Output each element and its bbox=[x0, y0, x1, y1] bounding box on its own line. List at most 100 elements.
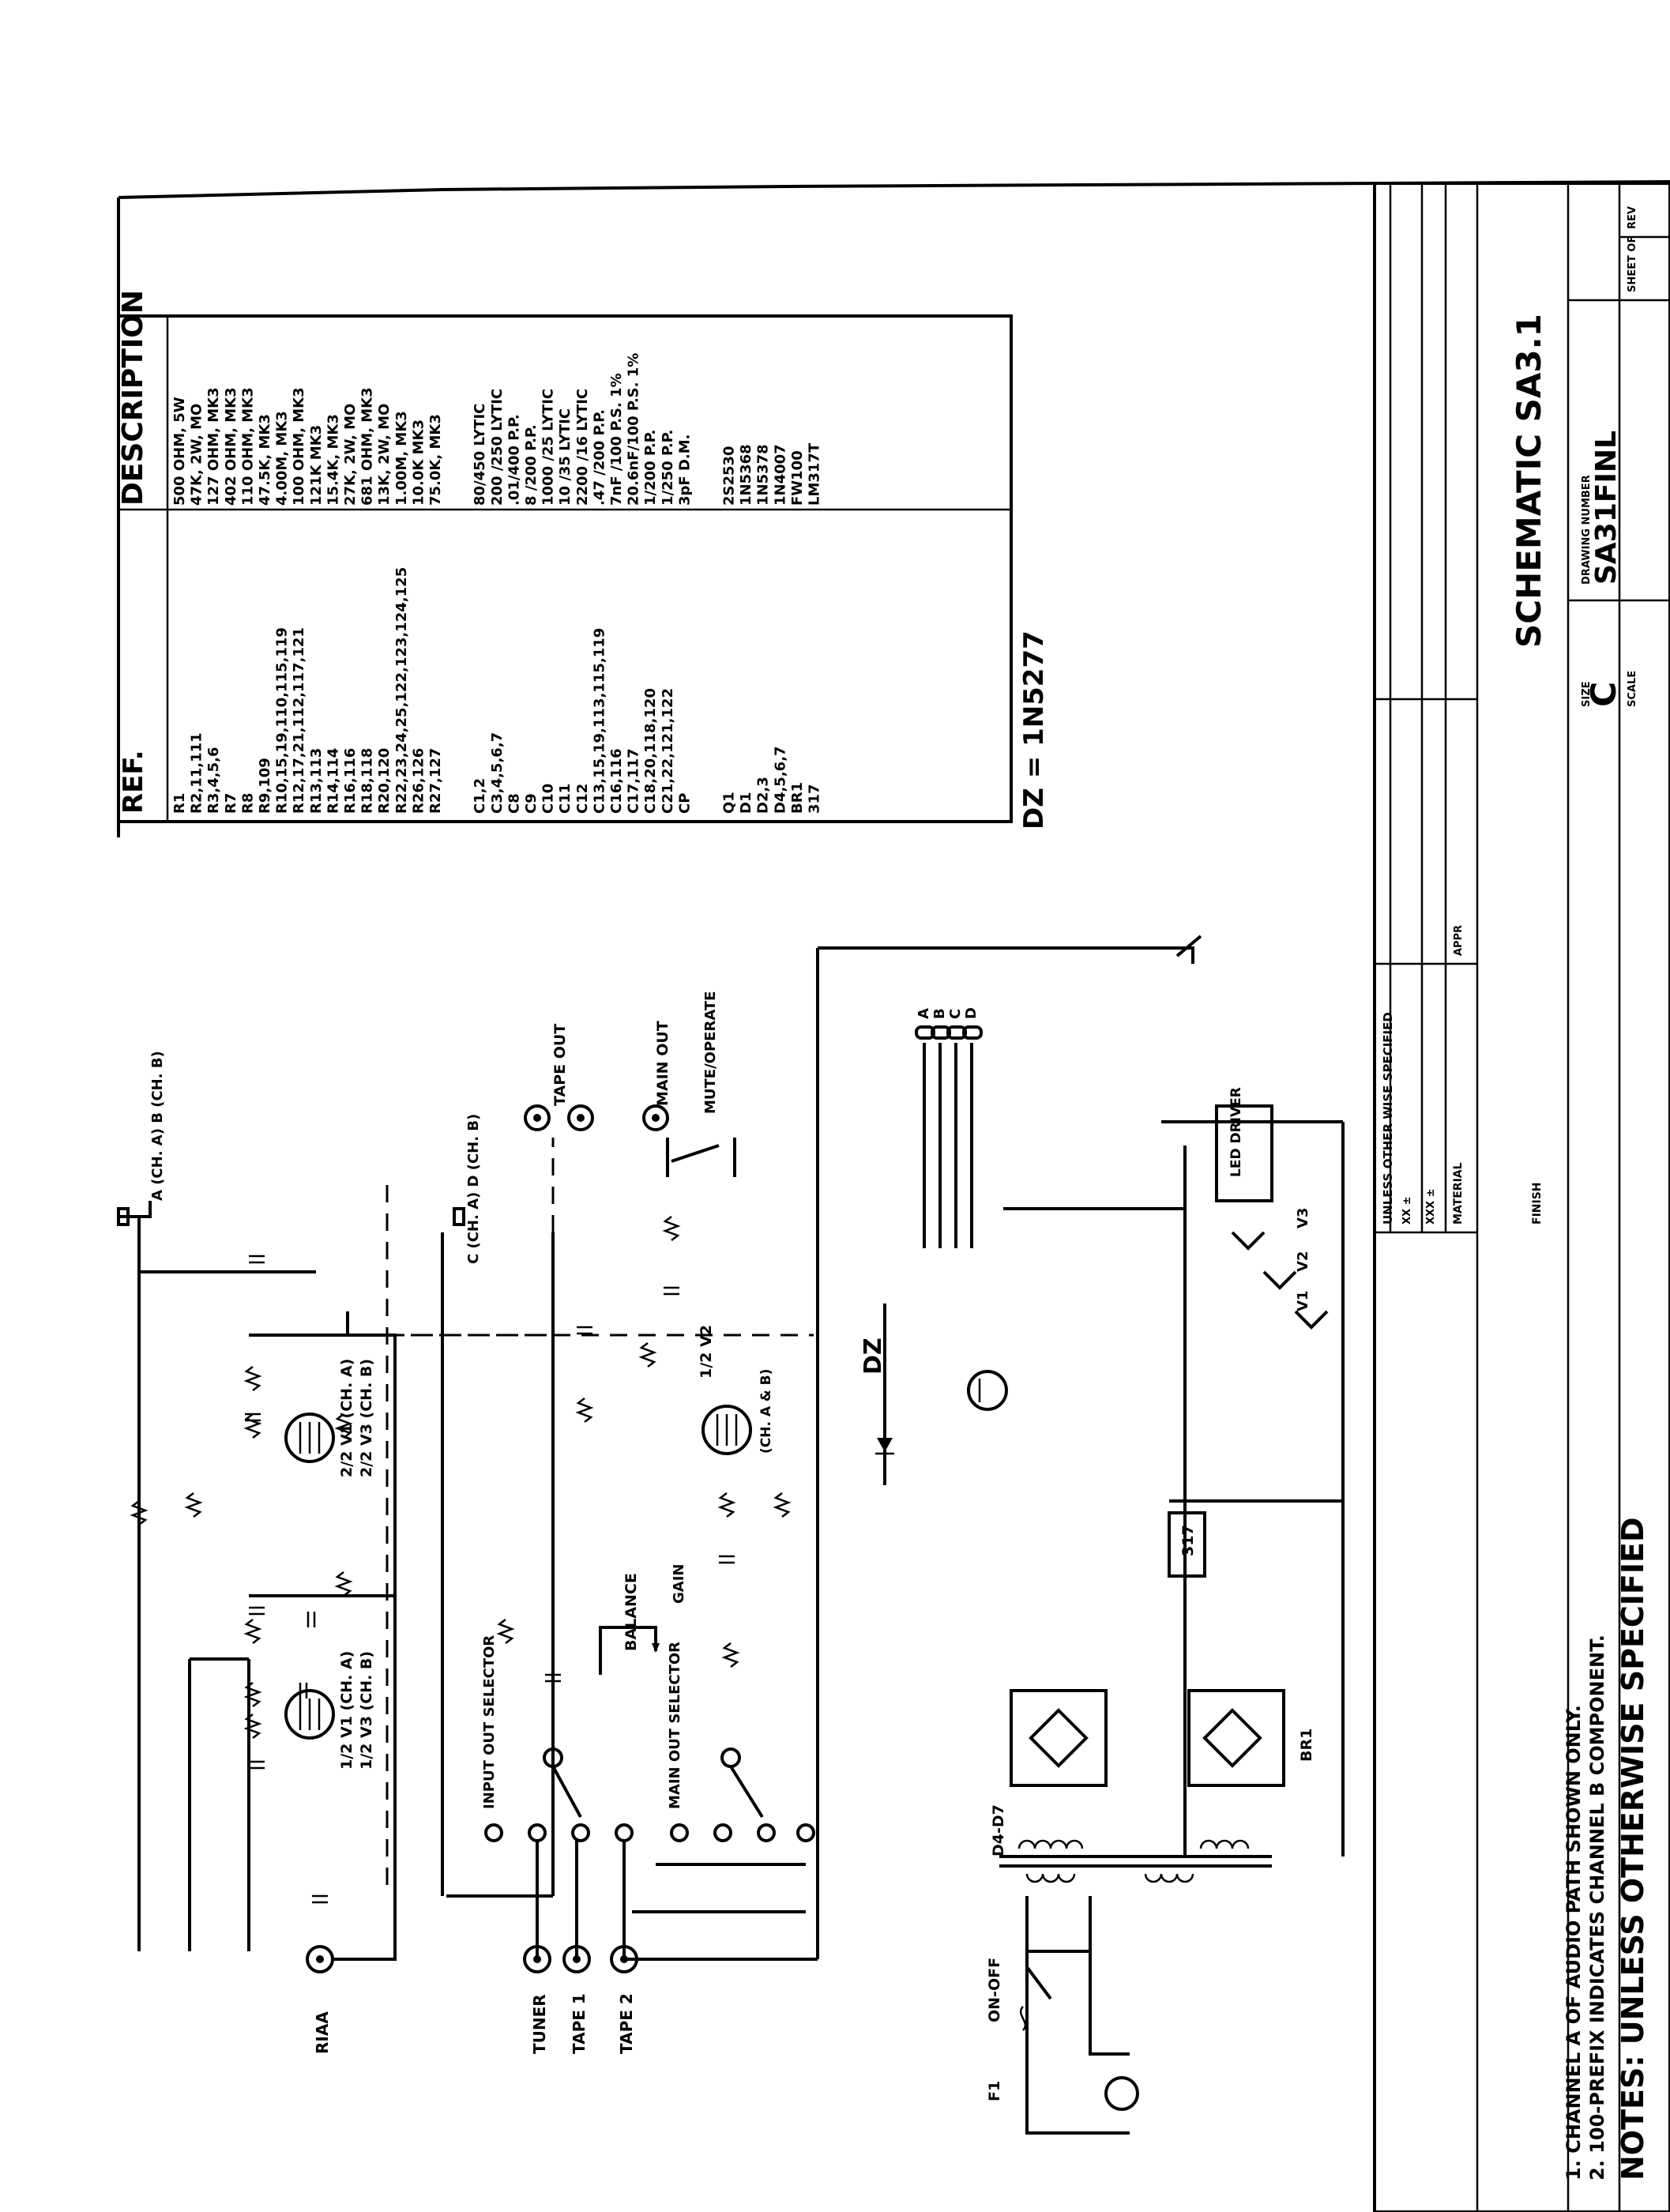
part-ref: R7 bbox=[223, 793, 239, 814]
heater-v1-label: V1 bbox=[1295, 1291, 1311, 1311]
part-description: 15.4K, MK3 bbox=[325, 414, 341, 506]
part-ref: C10 bbox=[540, 784, 557, 814]
gain-label: GAIN bbox=[671, 1564, 687, 1604]
part-ref: C17,117 bbox=[626, 748, 642, 814]
part-description: 7nF /100 P.S. 1% bbox=[608, 373, 625, 506]
ref-header: REF. bbox=[118, 750, 149, 814]
onoff-label: ON-OFF bbox=[986, 1958, 1003, 2022]
part-ref: C13,15,19,113,115,119 bbox=[591, 628, 607, 814]
abcd-outputs bbox=[915, 1025, 983, 1040]
part-description: 100 OHM, MK3 bbox=[291, 387, 307, 506]
part-ref: R16,116 bbox=[342, 748, 359, 814]
tolerance-xxx: XXX ± bbox=[1425, 1189, 1437, 1225]
part-description: 2200 /16 LYTIC bbox=[574, 389, 591, 506]
tape-out-label: TAPE OUT bbox=[551, 1024, 569, 1106]
part-description: 4.00M, MK3 bbox=[274, 411, 291, 506]
part-ref: Q1 bbox=[721, 792, 738, 814]
tape1-label: TAPE 1 bbox=[570, 1993, 589, 2054]
part-description: 47K, 2W, MO bbox=[189, 404, 205, 506]
part-description: 8 /200 P.P. bbox=[523, 424, 540, 506]
size-value: C bbox=[1584, 682, 1624, 707]
main-selector-label: MAIN OUT SELECTOR bbox=[667, 1642, 683, 1809]
onoff-switch bbox=[1025, 1966, 1052, 2000]
part-ref: R8 bbox=[239, 793, 256, 814]
part-description: 200 /250 LYTIC bbox=[489, 389, 506, 506]
part-description: 1N4007 bbox=[772, 444, 788, 506]
part-ref: C1,2 bbox=[472, 778, 488, 814]
part-description: 1.00M, MK3 bbox=[393, 411, 410, 506]
part-ref: D2,3 bbox=[755, 777, 772, 814]
part-description: 10 /35 LYTIC bbox=[557, 408, 574, 506]
part-description: 500 OHM, 5W bbox=[171, 397, 188, 506]
part-description: 402 OHM, MK3 bbox=[223, 387, 239, 506]
tape2-label: TAPE 2 bbox=[617, 1993, 636, 2054]
part-description: 47.5K, MK3 bbox=[257, 414, 273, 506]
part-ref: C9 bbox=[523, 793, 540, 814]
valve-v1a bbox=[284, 1689, 335, 1740]
part-ref: C3,4,5,6,7 bbox=[489, 732, 506, 814]
part-ref: D4,5,6,7 bbox=[772, 746, 788, 814]
br1-label: BR1 bbox=[1298, 1729, 1315, 1762]
v1b-label: 2/2 V1 (CH. A) bbox=[338, 1359, 355, 1477]
part-ref: R22,23,24,25,122,123,124,125 bbox=[393, 567, 410, 814]
part-description: 127 OHM, MK3 bbox=[205, 387, 222, 506]
part-ref: R2,11,111 bbox=[189, 732, 205, 814]
out-a-label: A bbox=[916, 1008, 932, 1019]
sheet-label: SHEET OF bbox=[1627, 236, 1638, 292]
riaa-jack bbox=[306, 1945, 334, 1973]
description-header: DESCRIPTION bbox=[117, 290, 149, 506]
v1a-label: 1/2 V1 (CH. A) bbox=[338, 1651, 355, 1770]
regulator-317 bbox=[1168, 1511, 1206, 1578]
main-out-jack bbox=[642, 1104, 669, 1131]
part-description: 1N5378 bbox=[755, 444, 772, 506]
part-description: 75.0K, MK3 bbox=[427, 414, 444, 506]
part-ref: R14,114 bbox=[325, 748, 341, 814]
heater-v3-label: V3 bbox=[1295, 1208, 1311, 1228]
part-description: FW100 bbox=[789, 450, 806, 506]
part-ref: R26,126 bbox=[410, 748, 427, 814]
part-ref: 317 bbox=[807, 784, 823, 814]
part-ref: R1 bbox=[171, 793, 188, 814]
transistor-q1 bbox=[967, 1370, 1008, 1411]
transformer bbox=[999, 1839, 1272, 1883]
part-ref: R3,4,5,6 bbox=[205, 747, 222, 814]
d4d7-label: D4-D7 bbox=[990, 1804, 1007, 1856]
valve-v2 bbox=[701, 1405, 752, 1455]
drawing-title: SCHEMATIC SA3.1 bbox=[1510, 314, 1548, 648]
part-ref: C18,20,118,120 bbox=[642, 688, 659, 814]
part-ref: R10,15,19,110,115,119 bbox=[274, 627, 291, 814]
part-description: LM317T bbox=[807, 442, 823, 506]
power-supply: A B C D LED DRIVER V1 V2 V3 317 bbox=[818, 935, 1345, 2135]
finish-label: FINISH bbox=[1531, 1183, 1544, 1225]
v3a-label: 1/2 V3 (CH. B) bbox=[358, 1651, 375, 1770]
heater-string bbox=[1231, 1231, 1329, 1330]
unless-specified-label: UNLESS OTHER WISE SPECIFIED bbox=[1381, 1012, 1395, 1224]
note-2: 2. 100-PREFIX INDICATES CHANNEL B COMPON… bbox=[1586, 1635, 1608, 2180]
part-ref: R27,127 bbox=[427, 748, 444, 814]
part-description: .47 /200 P.P. bbox=[591, 409, 607, 506]
v2-label: 1/2 V2 bbox=[698, 1325, 715, 1379]
part-description: .01/400 P.P. bbox=[506, 414, 522, 506]
v3b-label: 2/2 V3 (CH. B) bbox=[358, 1359, 375, 1477]
part-ref: R20,120 bbox=[376, 748, 393, 814]
note-1: 1. CHANNEL A OF AUDIO PATH SHOWN ONLY. bbox=[1563, 1705, 1585, 2180]
input-selector bbox=[484, 1747, 634, 1842]
appr-label: APPR bbox=[1453, 925, 1465, 956]
part-description: 13K, 2W, MO bbox=[376, 404, 393, 506]
notes-heading: NOTES: UNLESS OTHERWISE SPECIFIED bbox=[1615, 1517, 1650, 2180]
resistor-network bbox=[130, 1216, 792, 1739]
notes: 1. CHANNEL A OF AUDIO PATH SHOWN ONLY. 2… bbox=[1563, 1517, 1650, 2180]
v2-channel-label: (CH. A & B) bbox=[758, 1369, 774, 1454]
material-label: MATERIAL bbox=[1452, 1162, 1465, 1224]
preamp-circuit: RIAA TUNER TAPE 1 TAPE 2 bbox=[117, 948, 819, 2054]
part-ref: BR1 bbox=[789, 782, 806, 814]
scale-label: SCALE bbox=[1627, 671, 1638, 707]
zener-dz bbox=[875, 1304, 894, 1485]
regulator-label: 317 bbox=[1179, 1525, 1197, 1556]
valve-v1b bbox=[284, 1413, 335, 1463]
bridge-br1 bbox=[1187, 1689, 1285, 1787]
